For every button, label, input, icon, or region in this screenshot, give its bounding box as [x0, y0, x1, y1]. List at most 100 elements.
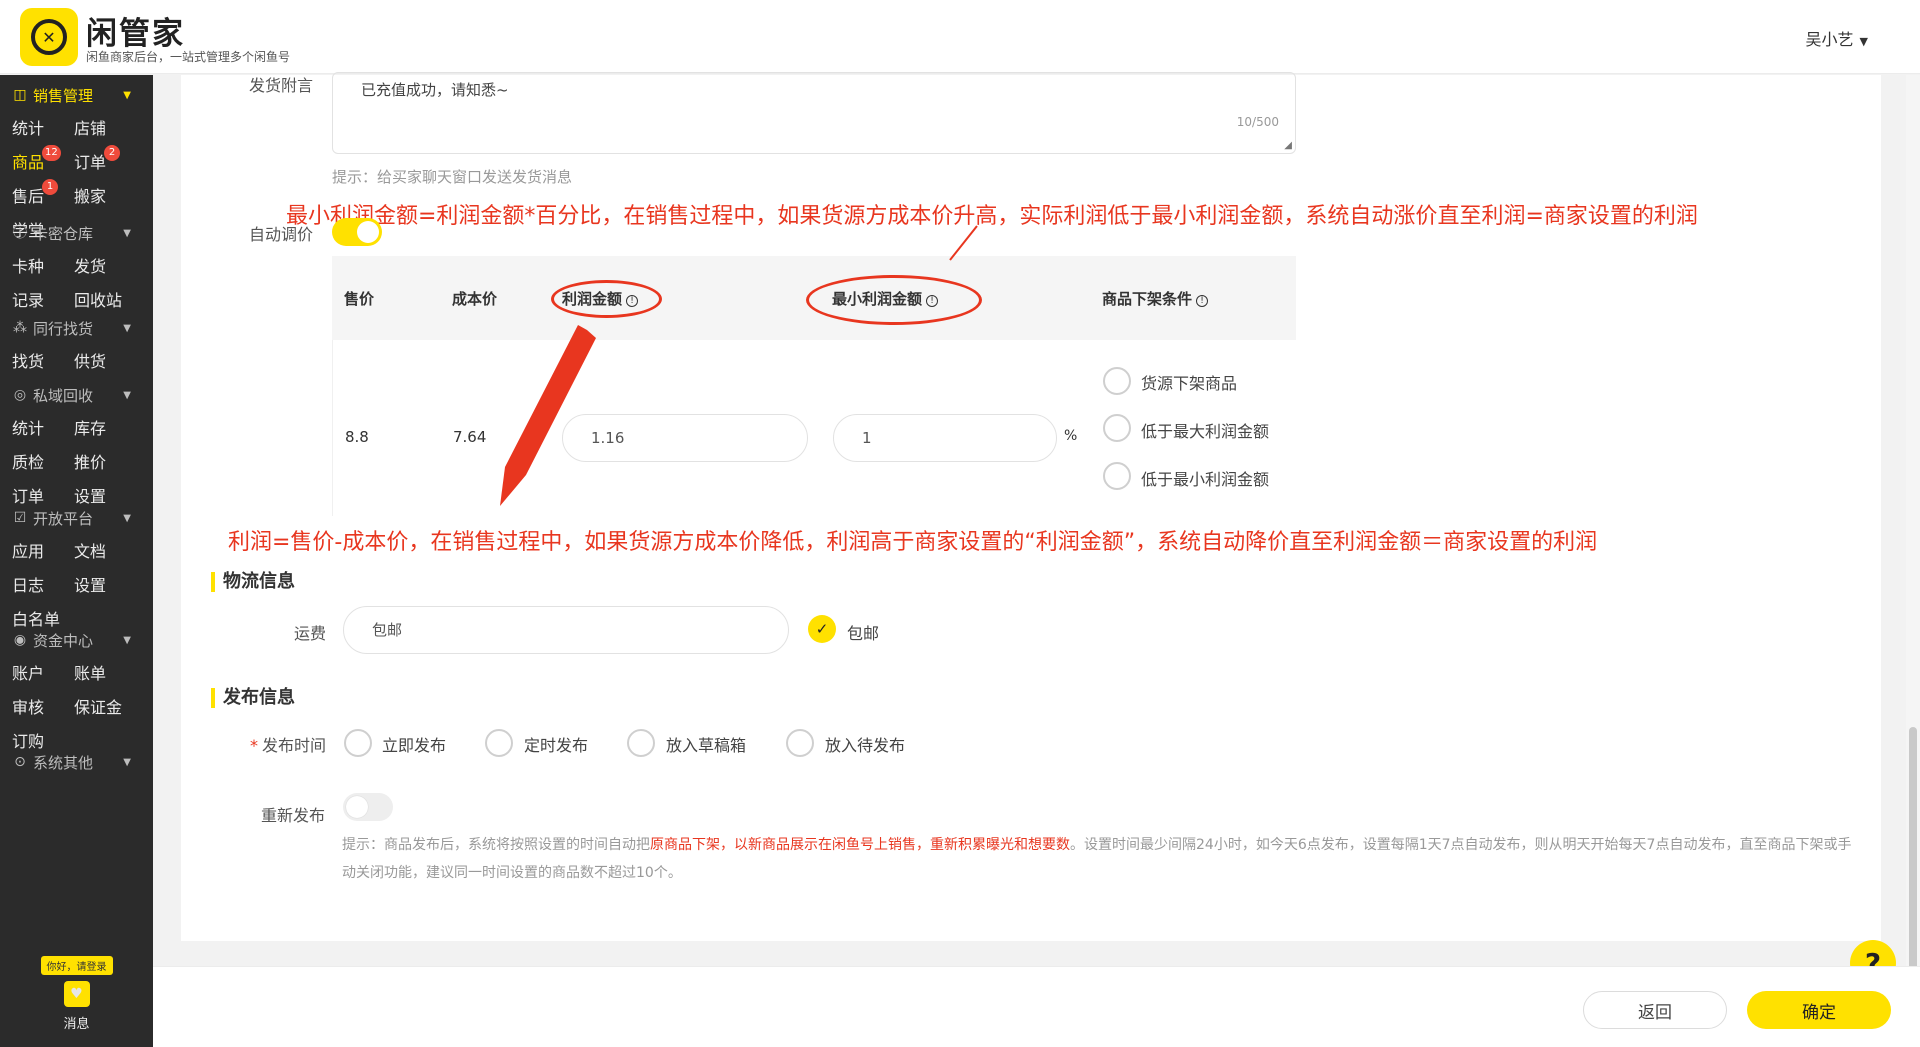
message-center[interactable]: 你好，请登录 ♥ 消息	[0, 955, 153, 1032]
publish-radio-pending[interactable]	[786, 729, 814, 757]
caret-down-icon: ▼	[123, 389, 131, 401]
top-header: ✕ 闲管家 闲鱼商家后台，一站式管理多个闲鱼号 吴小艺▼	[0, 0, 1920, 74]
settings-circle-icon: ⊙	[14, 754, 26, 770]
annotation-ellipse-profit	[551, 280, 662, 318]
sidebar-item-shop[interactable]: 店铺	[74, 119, 107, 138]
sidebar-item-deposit[interactable]: 保证金	[74, 698, 123, 717]
sidebar-item-stats[interactable]: 统计	[12, 119, 45, 138]
sidebar-section-title: 销售管理	[33, 86, 94, 105]
caret-down-icon: ▼	[123, 756, 131, 768]
sidebar-item-push-price[interactable]: 推价	[74, 453, 107, 472]
count-badge: 1	[42, 179, 58, 195]
delist-option-label: 低于最大利润金额	[1141, 422, 1270, 441]
delist-radio-below-min[interactable]	[1103, 462, 1131, 490]
delivery-note-textarea[interactable]: 已充值成功，请知悉~ 10/500 ◢	[332, 72, 1296, 154]
sidebar-item-find-goods[interactable]: 找货	[12, 352, 45, 371]
scrollbar-thumb[interactable]	[1909, 727, 1917, 973]
sidebar-section-title: 开放平台	[33, 509, 94, 528]
logo-icon: ✕	[31, 19, 67, 55]
sidebar-section-header[interactable]: ⊙ 系统其他 ▼	[0, 750, 153, 774]
sidebar-item-academy[interactable]: 学堂	[12, 221, 45, 240]
sidebar-item-move[interactable]: 搬家	[74, 187, 107, 206]
publish-option-label: 放入草稿箱	[666, 736, 747, 755]
sidebar-section-card-warehouse: ⓘ 卡密仓库 ▼ 卡种 发货 记录 回收站	[0, 221, 153, 313]
sidebar-item-recycle-bin[interactable]: 回收站	[74, 291, 123, 310]
profit-input[interactable]: 1.16	[562, 414, 808, 462]
info-icon[interactable]: !	[1196, 295, 1209, 307]
sidebar-item-apps[interactable]: 应用	[12, 542, 45, 561]
network-icon: ⁂	[13, 320, 27, 336]
caret-down-icon: ▼	[123, 89, 131, 101]
section-title-publish: 发布信息	[211, 688, 295, 708]
sidebar-section-header[interactable]: ◎ 私域回收 ▼	[0, 383, 153, 407]
info-circle-icon: ⓘ	[13, 225, 27, 241]
sidebar-item-settings[interactable]: 设置	[74, 487, 107, 506]
sidebar-section-header[interactable]: ◫ 销售管理 ▼	[0, 83, 153, 107]
publish-radio-draft[interactable]	[627, 729, 655, 757]
min-profit-input[interactable]: 1	[833, 414, 1057, 462]
header-cost: 成本价	[452, 290, 498, 308]
sidebar-item-review[interactable]: 审核	[12, 698, 45, 717]
sidebar-item-records[interactable]: 记录	[12, 291, 45, 310]
sidebar-item-card-type[interactable]: 卡种	[12, 257, 45, 276]
publish-radio-scheduled[interactable]	[485, 729, 513, 757]
coin-icon: ◉	[13, 632, 27, 648]
sidebar-item-label: 商品	[12, 153, 45, 172]
delist-radio-below-max[interactable]	[1103, 414, 1131, 442]
publish-radio-now[interactable]	[344, 729, 372, 757]
sidebar-item-settings[interactable]: 设置	[74, 576, 107, 595]
app-logo[interactable]: ✕	[20, 8, 78, 66]
sidebar-section-title: 私域回收	[33, 386, 94, 405]
sidebar-item-account[interactable]: 账户	[12, 664, 45, 683]
publish-time-label: *发布时间	[250, 732, 326, 756]
sidebar-item-supply[interactable]: 供货	[74, 352, 107, 371]
user-menu[interactable]: 吴小艺▼	[1806, 26, 1868, 50]
resize-handle-icon[interactable]: ◢	[1284, 140, 1292, 151]
caret-down-icon: ▼	[123, 634, 131, 646]
sidebar-section-header[interactable]: ⓘ 卡密仓库 ▼	[0, 221, 153, 245]
caret-down-icon: ▼	[1859, 35, 1868, 48]
delist-option-label: 低于最小利润金额	[1141, 470, 1270, 489]
back-button[interactable]: 返回	[1583, 991, 1727, 1029]
delist-radio-source-removed[interactable]	[1103, 367, 1131, 395]
sidebar-item-docs[interactable]: 文档	[74, 542, 107, 561]
pricing-table-row: 8.8 7.64 1.16 1 % 货源下架商品 低于最大利润金额 低于最小利润…	[332, 340, 1296, 516]
delivery-note-value: 已充值成功，请知悉~	[361, 81, 509, 99]
cell-price: 8.8	[345, 428, 369, 446]
sidebar-section-title: 资金中心	[33, 631, 94, 650]
auto-price-label: 自动调价	[249, 225, 314, 244]
confirm-button[interactable]: 确定	[1747, 991, 1891, 1029]
caret-down-icon: ▼	[123, 512, 131, 524]
sidebar-item-subscribe[interactable]: 订购	[12, 732, 45, 751]
login-tag[interactable]: 你好，请登录	[40, 956, 113, 975]
free-shipping-checkbox[interactable]: ✓	[808, 615, 836, 643]
sidebar-item-ship[interactable]: 发货	[74, 257, 107, 276]
section-title-logistics: 物流信息	[211, 572, 295, 592]
sidebar-item-inventory[interactable]: 库存	[74, 419, 107, 438]
republish-hint: 提示：商品发布后，系统将按照设置的时间自动把原商品下架，以新商品展示在闲鱼号上销…	[342, 831, 1852, 887]
sidebar-section-header[interactable]: ☑ 开放平台 ▼	[0, 506, 153, 530]
delivery-note-label: 发货附言	[249, 76, 314, 95]
sidebar-item-stats[interactable]: 统计	[12, 419, 45, 438]
sidebar-item-label: 订单	[74, 153, 107, 172]
vertical-scrollbar[interactable]	[1906, 75, 1920, 973]
header-price: 售价	[344, 290, 375, 308]
sidebar-item-orders[interactable]: 订单	[12, 487, 45, 506]
sidebar-item-label: 售后	[12, 187, 45, 206]
republish-toggle[interactable]	[343, 793, 393, 821]
message-label: 消息	[63, 1017, 90, 1032]
sidebar-section-header[interactable]: ⁂ 同行找货 ▼	[0, 316, 153, 340]
sidebar-item-bills[interactable]: 账单	[74, 664, 107, 683]
sidebar-item-logs[interactable]: 日志	[12, 576, 45, 595]
sidebar-item-whitelist[interactable]: 白名单	[12, 610, 61, 629]
header-delist-condition: 商品下架条件!	[1102, 288, 1209, 309]
brand-subtitle: 闲鱼商家后台，一站式管理多个闲鱼号	[86, 50, 291, 64]
sidebar-section-header[interactable]: ◉ 资金中心 ▼	[0, 628, 153, 652]
toggle-knob	[346, 796, 368, 818]
sidebar-item-inspection[interactable]: 质检	[12, 453, 45, 472]
auto-price-toggle[interactable]	[332, 218, 382, 246]
freight-input[interactable]: 包邮	[343, 606, 789, 654]
